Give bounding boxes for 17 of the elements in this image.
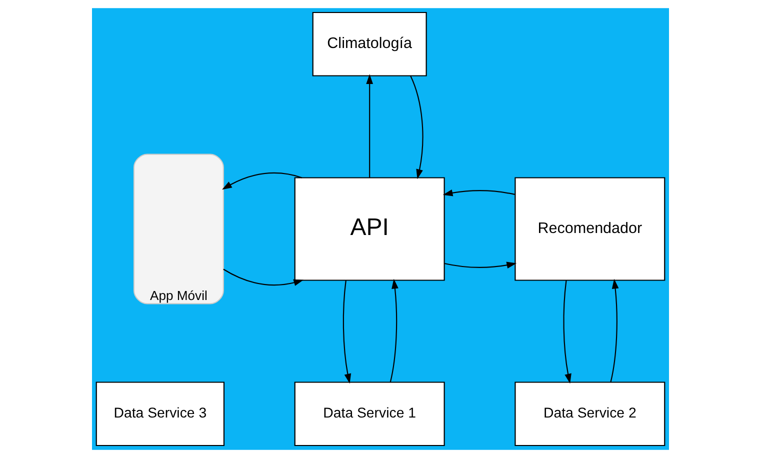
arrow [389,278,398,382]
node-box: API [294,177,444,281]
node-box: Recomendador [514,177,665,281]
arrow [366,74,373,178]
node-box: Climatología [312,12,426,76]
arrow [610,278,618,382]
arrow [442,190,515,196]
node-box: Data Service 2 [514,382,665,446]
arrow [562,280,571,384]
arrow [444,262,516,268]
arrow [222,172,302,190]
arrow [342,280,351,384]
arrow [222,268,304,286]
node-box: Data Service 3 [95,382,224,446]
node-box: Data Service 1 [294,382,444,446]
node-box: App Móvil [132,154,224,304]
arrow [410,76,423,180]
